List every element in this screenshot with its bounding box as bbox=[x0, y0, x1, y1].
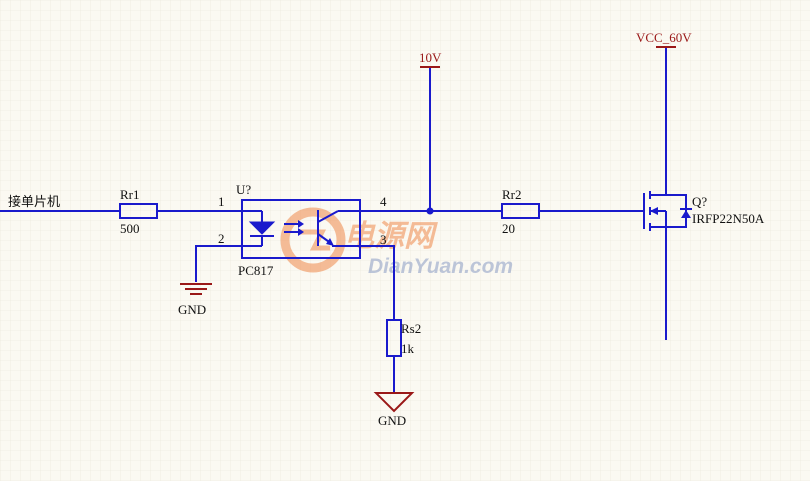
watermark-en-text: DianYuan.com bbox=[368, 255, 513, 278]
optocoupler-body bbox=[241, 199, 361, 259]
power-10v-label: 10V bbox=[419, 50, 442, 65]
mosfet-ref: Q? bbox=[692, 194, 707, 209]
wire-pin3-to-rs2 bbox=[360, 245, 395, 320]
input-net: 接单片机 bbox=[0, 194, 120, 212]
resistor-rs2-ref: Rs2 bbox=[401, 321, 421, 336]
power-10v: 10V bbox=[419, 50, 442, 211]
mosfet-part: IRFP22N50A bbox=[692, 211, 765, 226]
mosfet-diode-icon bbox=[681, 210, 691, 218]
resistor-rr1-ref: Rr1 bbox=[120, 187, 140, 202]
pin-1-label: 1 bbox=[218, 194, 225, 209]
gnd-left: GND bbox=[178, 245, 242, 317]
resistor-rr1-value: 500 bbox=[120, 221, 140, 236]
gnd-bottom-label: GND bbox=[378, 413, 406, 428]
resistor-rs2-value: 1k bbox=[401, 341, 415, 356]
led-icon bbox=[242, 210, 304, 247]
watermark-logo-icon bbox=[280, 207, 346, 273]
power-vcc-label: VCC_60V bbox=[636, 30, 692, 45]
pin-2-label: 2 bbox=[218, 231, 225, 246]
optocoupler-part: PC817 bbox=[238, 263, 274, 278]
gnd-bottom: GND bbox=[373, 356, 415, 428]
phototransistor-icon bbox=[317, 210, 360, 247]
pin-3-label: 3 bbox=[380, 232, 387, 247]
mosfet-arrow-icon bbox=[650, 207, 658, 215]
optocoupler-u1[interactable]: U? PC817 1 2 4 3 bbox=[218, 182, 387, 278]
wire-pin2-to-gnd bbox=[195, 245, 242, 282]
gnd-bottom-icon bbox=[373, 392, 415, 413]
resistor-rr2-ref: Rr2 bbox=[502, 187, 522, 202]
input-label: 接单片机 bbox=[8, 194, 60, 209]
pin-4-label: 4 bbox=[380, 194, 387, 209]
gnd-left-label: GND bbox=[178, 302, 206, 317]
optocoupler-ref: U? bbox=[236, 182, 251, 197]
mosfet-q1[interactable]: Q? IRFP22N50A bbox=[643, 191, 765, 231]
watermark-cn-text: 电源网 bbox=[344, 220, 438, 253]
resistor-rr2-value: 20 bbox=[502, 221, 515, 236]
power-vcc: VCC_60V bbox=[636, 30, 692, 48]
